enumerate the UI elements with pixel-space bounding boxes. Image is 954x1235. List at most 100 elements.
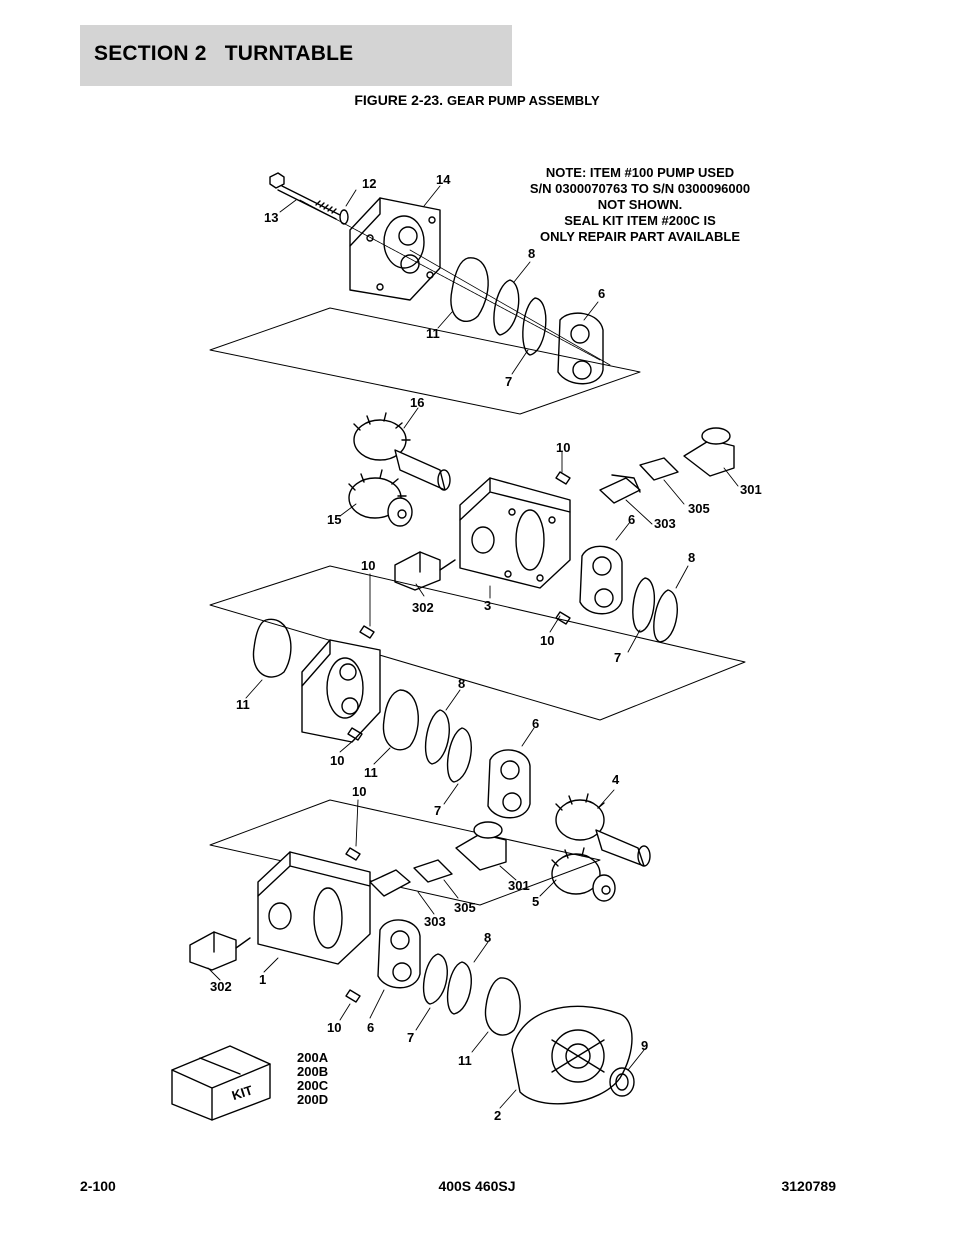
dowel-10-a	[555, 471, 571, 485]
bushing-6-mid	[579, 545, 623, 615]
section-title: SECTION 2 TURNTABLE	[94, 42, 354, 65]
o-ring-11-top	[450, 257, 489, 322]
callout-303: 303	[654, 516, 676, 531]
drive-gear-4	[555, 793, 651, 867]
dowel-10-c	[359, 625, 375, 639]
callout-11: 11	[458, 1053, 472, 1068]
o-ring-11-mid	[382, 689, 419, 751]
callout-9: 9	[641, 1038, 648, 1053]
callout-15: 15	[327, 512, 341, 527]
note-line: ONLY REPAIR PART AVAILABLE	[540, 229, 740, 244]
callout-10: 10	[556, 440, 570, 455]
callout-2: 2	[494, 1108, 501, 1123]
pump-body-3	[459, 477, 571, 589]
seal-7-mid	[632, 577, 656, 633]
alignment-plane-2	[209, 565, 746, 721]
seal-8-mid	[653, 589, 678, 643]
callout-301: 301	[508, 878, 530, 893]
seal-8-top	[493, 279, 520, 336]
cover-plate-14	[349, 197, 441, 301]
callout-10: 10	[352, 784, 366, 799]
fitting-305-upper	[639, 457, 679, 481]
note-line: S/N 0300070763 TO S/N 0300096000	[530, 181, 750, 196]
fitting-305-lower	[413, 859, 453, 883]
callout-7: 7	[614, 650, 621, 665]
callout-16: 16	[410, 395, 424, 410]
callout-8: 8	[458, 676, 465, 691]
callout-4: 4	[612, 772, 620, 787]
fitting-302-upper	[394, 551, 456, 591]
page-number: 2-100	[80, 1178, 116, 1194]
bushing-6-bottom	[377, 919, 421, 989]
dowel-10-d	[347, 727, 363, 741]
dowel-10-b	[555, 611, 571, 625]
figure-number: FIGURE 2-23.	[354, 92, 444, 108]
callout-14: 14	[436, 172, 451, 187]
callout-12: 12	[362, 176, 376, 191]
callout-305: 305	[454, 900, 476, 915]
callout-301: 301	[740, 482, 762, 497]
section-header-bar: SECTION 2 TURNTABLE	[80, 25, 512, 86]
callout-11: 11	[236, 697, 250, 712]
bushing-6-lower	[487, 749, 531, 819]
callout-6: 6	[367, 1020, 374, 1035]
model-number: 400S 460SJ	[438, 1178, 516, 1194]
callout-7: 7	[505, 374, 512, 389]
note-line: NOTE: ITEM #100 PUMP USED	[546, 165, 734, 180]
seal-7-lower	[446, 727, 472, 783]
callout-6: 6	[598, 286, 605, 301]
callout-10: 10	[330, 753, 344, 768]
note-block: NOTE: ITEM #100 PUMP USED S/N 0300070763…	[530, 165, 750, 244]
callout-11: 11	[426, 326, 440, 341]
kit-item-list: 200A 200B 200C 200D	[297, 1050, 329, 1107]
dowel-10-e	[345, 847, 361, 861]
o-ring-11-bottom	[484, 977, 521, 1036]
elbow-301-upper	[683, 427, 735, 477]
washer-12	[339, 209, 349, 225]
callout-5: 5	[532, 894, 539, 909]
kit-item: 200D	[297, 1092, 328, 1107]
callout-8: 8	[688, 550, 695, 565]
pump-body-1	[257, 851, 371, 965]
o-ring-11-left	[252, 618, 292, 678]
kit-item: 200B	[297, 1064, 328, 1079]
callout-302: 302	[412, 600, 434, 615]
gear-pump-exploded-diagram: 13 12 14 8 6 11 7 16 10 301 15 303 305 6…	[171, 165, 762, 1123]
callout-3: 3	[484, 598, 491, 613]
document-number: 3120789	[781, 1178, 836, 1194]
callout-11: 11	[364, 765, 378, 780]
callout-303: 303	[424, 914, 446, 929]
wear-plate-middle	[301, 639, 381, 743]
shaft-seal-9	[609, 1067, 635, 1097]
kit-item: 200C	[297, 1078, 329, 1093]
callout-10: 10	[327, 1020, 341, 1035]
callout-7: 7	[434, 803, 441, 818]
callout-1: 1	[259, 972, 266, 987]
seal-7-top	[522, 297, 547, 356]
callout-10: 10	[361, 558, 375, 573]
callout-305: 305	[688, 501, 710, 516]
callout-6: 6	[628, 512, 635, 527]
fitting-302-lower	[189, 931, 251, 971]
seal-8-bottom	[446, 961, 472, 1015]
fitting-303-upper	[599, 474, 641, 504]
kit-box	[171, 1045, 271, 1121]
callout-302: 302	[210, 979, 232, 994]
dowel-10-f	[345, 989, 361, 1003]
figure-caption: FIGURE 2-23. GEAR PUMP ASSEMBLY	[0, 92, 954, 108]
callout-6: 6	[532, 716, 539, 731]
fitting-303-lower	[369, 869, 411, 897]
callout-10: 10	[540, 633, 554, 648]
callout-8: 8	[528, 246, 535, 261]
callout-13: 13	[264, 210, 278, 225]
seal-7-bottom	[422, 953, 448, 1005]
note-line: SEAL KIT ITEM #200C IS	[564, 213, 716, 228]
kit-box-label: KIT	[230, 1082, 255, 1103]
figure-name: GEAR PUMP ASSEMBLY	[446, 93, 600, 108]
end-cover-2	[511, 1005, 633, 1105]
drive-gear-16	[353, 412, 451, 491]
callout-7: 7	[407, 1030, 414, 1045]
driven-gear-15	[348, 469, 413, 527]
callout-8: 8	[484, 930, 491, 945]
kit-item: 200A	[297, 1050, 329, 1065]
